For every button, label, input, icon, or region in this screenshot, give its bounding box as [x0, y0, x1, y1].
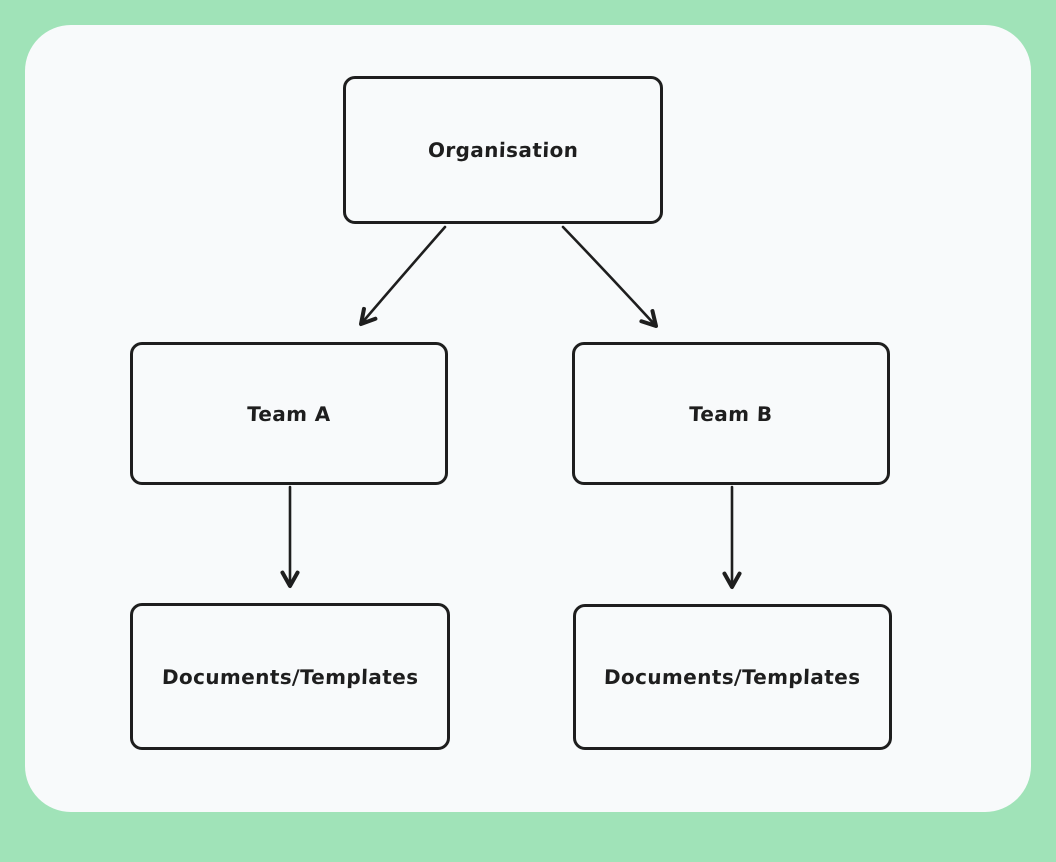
node-team-b: Team B [572, 342, 890, 485]
node-team-b-label: Team B [688, 401, 774, 426]
diagram-canvas: Organisation Team A Team B Documents/Tem… [25, 25, 1031, 812]
node-documents-a: Documents/Templates [130, 603, 450, 750]
arrow-org-to-team-a [358, 225, 447, 327]
node-organisation: Organisation [343, 76, 663, 224]
node-documents-b: Documents/Templates [573, 604, 892, 750]
node-documents-a-label: Documents/Templates [161, 664, 419, 689]
node-organisation-label: Organisation [427, 138, 579, 162]
arrow-org-to-team-b [561, 225, 659, 329]
node-team-a: Team A [130, 342, 448, 485]
node-documents-b-label: Documents/Templates [603, 665, 862, 689]
node-team-a-label: Team A [246, 401, 332, 426]
